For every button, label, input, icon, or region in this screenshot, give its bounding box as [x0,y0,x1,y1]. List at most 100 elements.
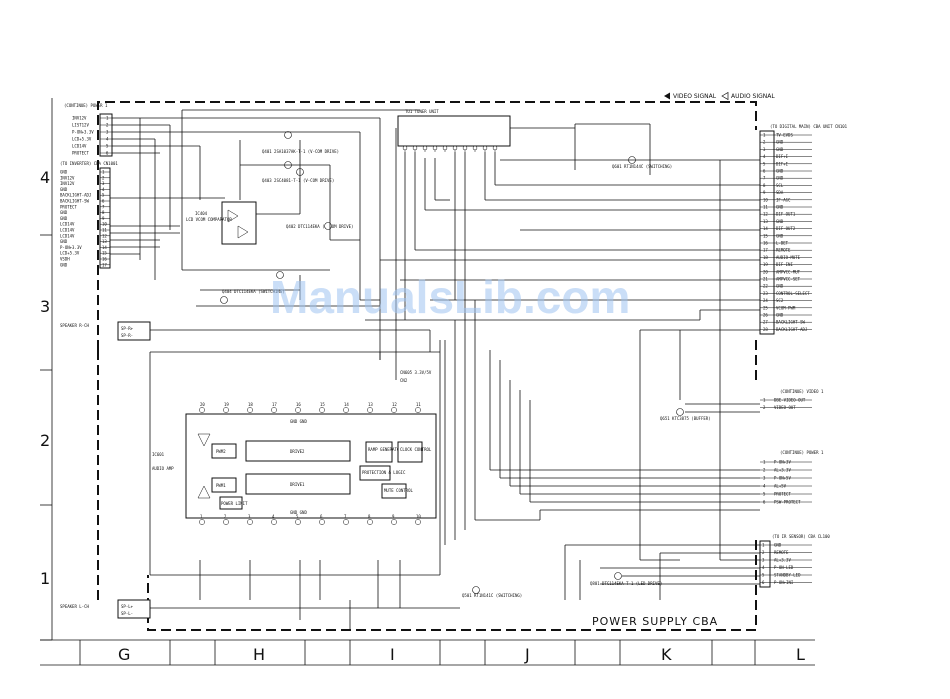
amp-pin [271,519,277,525]
left-connector-b-pin-label: LCD14V [60,233,75,238]
amp-pin-number: 15 [320,402,325,407]
amp-pin-number: 20 [200,402,205,407]
right-connector-main-pin-number: 22 [763,284,768,289]
q404-label: Q404 DTC114EKA (SWITCHING) [222,289,285,294]
amp-pin [295,407,301,413]
right-connector-main-pin-number: 8 [763,183,766,188]
right-connector-power-header: (CONTINUE) POWER 1 [780,450,824,455]
left-connector-b-pin-label: BACKLIGHT-SW [60,199,89,204]
left-connector-a-pin-label: PROTECT [72,151,89,156]
speaker-lower-pin1: SP-L+ [121,604,134,609]
right-connector-main-pin-label: SC2 [776,298,784,303]
right-connector-main-pin-label: GND [776,313,784,318]
right-connector-ir-pin-number: 3 [762,558,765,563]
amp-pin-number: 14 [344,402,349,407]
right-connector-main-pin-label: VCOM-PWM [776,305,796,310]
right-connector-power: (CONTINUE) POWER 1 P-ON+3V1AL+3.3V2P-ON+… [760,450,824,505]
right-connector-power-pin-label: AL+3.3V [774,468,791,473]
ic404-desc: LCD VCOM COMPARATOR [186,217,232,222]
right-connector-main-pin-number: 4 [763,154,766,159]
grid-col-l: L [796,645,805,664]
amp-pin [319,407,325,413]
right-connector-power-pin-number: 5 [763,492,766,497]
right-connector-ir-pin-label: P-ON+INI [774,580,794,585]
amp-pin [223,407,229,413]
left-connector-a-pin-label: P-ON+3.3V [72,130,94,135]
amp-pin-number: 8 [368,514,371,519]
q401-label: Q401 2SA1037AK-T-1 (V-COM DRIVE) [262,149,339,154]
right-connector-main-pin-number: 18 [763,255,768,260]
left-connector-a-header: (CONTINUE) POWER 1 [64,103,108,108]
right-connector-main-pin-label: CONTROL-SELECT [776,291,810,296]
right-connector-ir-pin-label: STANDBY-LED [774,573,801,578]
right-connector-ir-pin-number: 1 [762,543,765,548]
right-connector-main-pin-label: DIF-OUT1 [776,212,796,217]
left-connector-b-pin-number: 11 [102,228,107,233]
grid-row-3: 3 [40,297,50,316]
right-connector-ir: (TO IR SENSOR) CBA CL100 GND1REMOTE2AL+3… [759,534,830,588]
left-connector-b-pin-label: INV12V [60,181,75,186]
left-connector-a-pin-number: 5 [106,144,109,149]
q402-label: Q402 DTC114EKA (V-COM DRIVE) [286,224,353,229]
right-connector-main-pin-label: DIF+I [776,154,789,159]
speaker-upper-pin1: SP-R+ [121,326,134,331]
ic404-ref: IC404 [195,211,208,216]
right-connector-power-pin-label: PSW-PROTECT [774,500,801,505]
cn605-label: CN605 3.3V/5V [400,370,432,375]
right-connector-main-pin-label: AMPVCC-MUT [776,269,801,274]
right-connector-power-pin-number: 6 [763,500,766,505]
grid-row-4: 4 [40,168,50,187]
q403-label: Q403 2SC4081-T-1 (V-COM DRIVE) [262,178,334,183]
q501-label: Q501 RT1N141C (SWITCHING) [462,593,522,598]
right-connector-main-pin-label: SCL [776,183,784,188]
left-connector-b-pin-number: 4 [102,187,105,192]
grid-row-2: 2 [40,431,50,450]
right-connector-ir-header: (TO IR SENSOR) CBA CL100 [772,534,830,539]
right-connector-video-pin-label: DBE-VIDEO-OUT [774,398,806,403]
amp-pin-number: 10 [416,514,421,519]
amp-pin [295,519,301,525]
left-connector-b-pin-label: INV12V [60,175,75,180]
left-connector-b-pin-number: 2 [102,175,105,180]
left-connector-b-pin-number: 3 [102,181,105,186]
amp-pin-number: 5 [296,514,299,519]
left-connector-b-pin-label: LCD14V [60,228,75,233]
speaker-lower-pin2: SP-L- [121,611,133,616]
left-connector-b-header: (TO INVERTER) CBA CN1001 [60,161,118,166]
grid-col-g: G [118,645,130,664]
right-connector-power-pin-label: P-ON+5V [774,476,791,481]
amp-pwm1: PWM1 [216,483,226,488]
amp-pin-number: 16 [296,402,301,407]
amp-pin-number: 18 [248,402,253,407]
right-connector-main-pin-number: 3 [763,147,766,152]
amp-pin [271,407,277,413]
right-connector-main-pin-number: 17 [763,248,768,253]
right-connector-power-pin-number: 4 [763,484,766,489]
left-connector-a-pin-label: LIST12V [72,123,89,128]
left-connector-a-pin-number: 2 [106,123,109,128]
right-connector-ir-pin-number: 6 [762,580,765,585]
audio-amp-ic: IC601 AUDIO AMP PWM2 DRIVE2 RAMP GENERAT… [152,402,437,525]
speaker-upper: SPEAKER R-CH SP-R+ SP-R- [60,321,151,341]
grid-col-k: K [661,645,672,664]
right-connector-main-pin-number: 27 [763,320,768,325]
amp-pin-number: 11 [416,402,421,407]
left-connector-b-pin-label: P-ON+3.3V [60,245,82,250]
audio-signal-arrow-icon [721,91,729,101]
wiring [110,109,760,630]
amp-gnd-top: GND GND [290,419,307,424]
right-connector-main-pin-number: 26 [763,313,768,318]
left-connector-b-pin-label: PROTECT [60,204,77,209]
right-connector-main-pin-label: SDA [776,190,784,195]
amp-ramp: RAMP GENERATOR [368,447,402,452]
amp-ref: IC601 [152,452,165,457]
left-connector-b-pin-number: 8 [102,210,105,215]
left-connector-a-pin-number: 1 [106,116,109,121]
left-connector-b-pin-number: 1 [102,170,105,175]
right-connector-power-pin-label: P-ON+3V [774,460,791,465]
right-connector-video-pin-label: VIDEO-OUT [774,405,796,410]
left-connector-a-pin-label: LCD+5.3V [72,137,92,142]
